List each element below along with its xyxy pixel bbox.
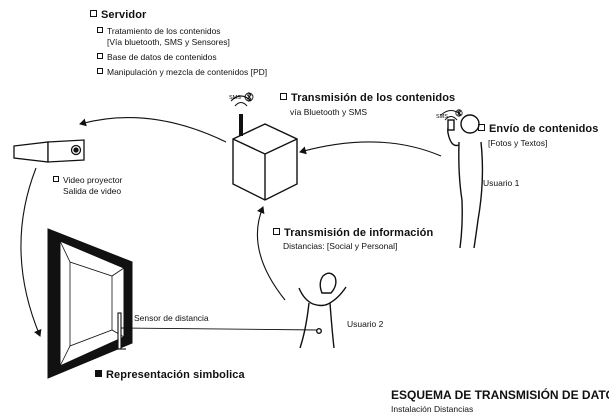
servidor-item-3: Manipulación y mezcla de contenidos [PD] bbox=[97, 67, 267, 78]
transmision-contenidos-sub: vía Bluetooth y SMS bbox=[290, 107, 368, 117]
transmision-contenidos-title-text: Transmisión de los contenidos bbox=[291, 92, 456, 104]
user1-figure bbox=[447, 114, 484, 249]
esquema-sub: Instalación Distancias bbox=[391, 404, 474, 414]
transmision-info-sub: Distancias: [Social y Personal] bbox=[283, 241, 398, 251]
screen-frame-icon bbox=[47, 228, 133, 379]
bullet-square-filled-icon bbox=[95, 370, 102, 377]
transmision-info-title-text: Transmisión de información bbox=[284, 227, 434, 239]
bluetooth-icon-user1 bbox=[455, 109, 463, 117]
sensor-label: Sensor de distancia bbox=[124, 313, 209, 324]
transmision-info-title: Transmisión de información bbox=[273, 227, 433, 239]
envio-title-text: Envío de contenidos bbox=[489, 123, 599, 135]
video-line1-text: Video proyector bbox=[63, 175, 123, 185]
esquema-title: ESQUEMA DE TRANSMISIÓN DE DATOS bbox=[391, 388, 609, 402]
usuario1-label: Usuario 1 bbox=[483, 178, 520, 188]
transmision-contenidos-title: Transmisión de los contenidos bbox=[280, 92, 455, 104]
arrow-user1-to-server bbox=[299, 141, 442, 157]
bullet-square-icon bbox=[273, 228, 280, 235]
bluetooth-icon bbox=[244, 91, 254, 103]
arrow-user2-to-server bbox=[256, 206, 286, 301]
servidor-item-1-text: Tratamiento de los contenidos bbox=[107, 26, 221, 36]
servidor-item-3-text: Manipulación y mezcla de contenidos [PD] bbox=[107, 67, 268, 77]
representacion-title: Representación simbolica bbox=[95, 369, 245, 381]
bullet-square-icon bbox=[280, 93, 287, 100]
sensor-label-text: Sensor de distancia bbox=[134, 313, 209, 323]
envio-sub: [Fotos y Textos] bbox=[488, 138, 548, 148]
bullet-square-icon bbox=[53, 176, 59, 182]
arrow-projector-to-screen bbox=[20, 167, 42, 337]
representacion-title-text: Representación simbolica bbox=[106, 369, 245, 381]
sensor-line bbox=[120, 327, 319, 331]
bullet-square-icon bbox=[124, 314, 130, 320]
servidor-item-1: Tratamiento de los contenidos bbox=[97, 26, 221, 37]
usuario2-label: Usuario 2 bbox=[347, 319, 384, 329]
bullet-square-icon bbox=[90, 10, 97, 17]
sms-label-user1: SMS bbox=[436, 114, 448, 120]
bullet-square-icon bbox=[478, 124, 485, 131]
bullet-square-icon bbox=[97, 53, 103, 59]
envio-title: Envío de contenidos bbox=[478, 123, 598, 135]
server-box-icon bbox=[232, 114, 298, 201]
sms-label-server: SMS bbox=[229, 95, 241, 101]
servidor-item-2: Base de datos de contenidos bbox=[97, 52, 217, 63]
servidor-title: Servidor bbox=[90, 9, 146, 21]
video-proyector-label: Video proyector bbox=[53, 175, 122, 186]
projector-icon bbox=[13, 139, 85, 163]
user2-figure bbox=[298, 272, 347, 349]
bullet-square-icon bbox=[97, 27, 103, 33]
bullet-square-icon bbox=[97, 68, 103, 74]
servidor-title-text: Servidor bbox=[101, 9, 147, 21]
sensor-icon bbox=[112, 312, 126, 350]
servidor-item-1-line2: [Vía bluetooth, SMS y Sensores] bbox=[107, 37, 230, 47]
arrow-server-to-projector bbox=[79, 117, 227, 143]
servidor-item-2-text: Base de datos de contenidos bbox=[107, 52, 217, 62]
video-salida-label: Salida de video bbox=[63, 186, 122, 196]
